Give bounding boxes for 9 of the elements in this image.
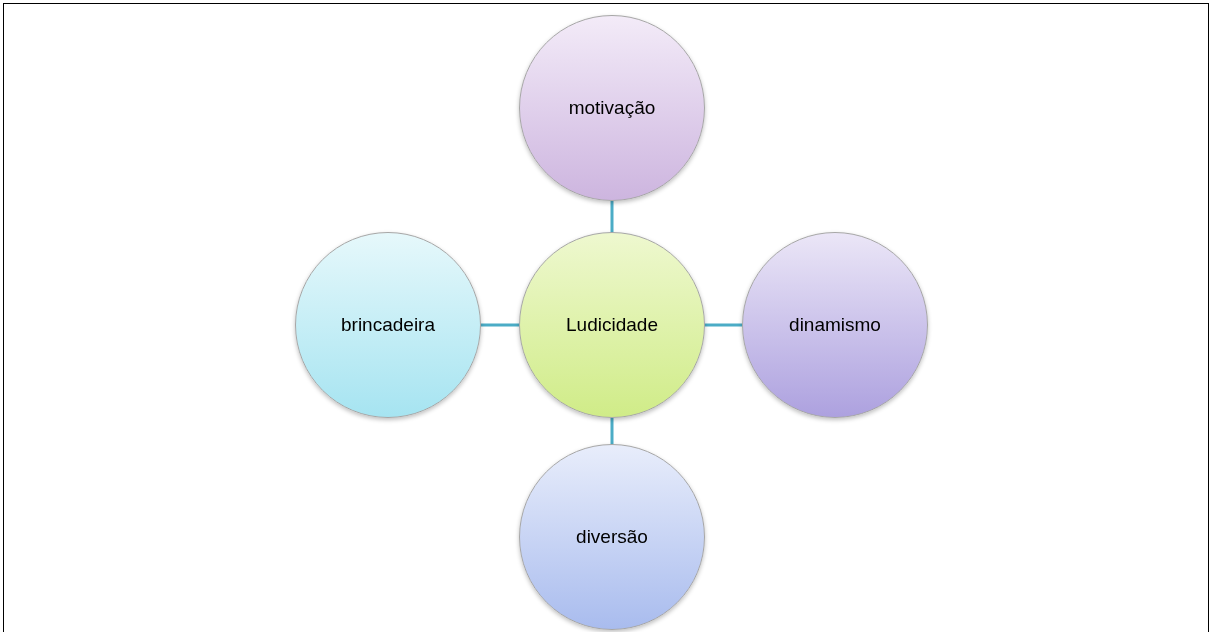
concept-label: Ludicidade (566, 312, 658, 337)
connector-line (610, 418, 614, 444)
concept-label: diversão (576, 524, 648, 549)
concept-label: brincadeira (341, 312, 435, 337)
concept-label: dinamismo (789, 312, 881, 337)
connector-line (481, 323, 519, 327)
connector-line (705, 323, 742, 327)
connector-line (610, 201, 614, 232)
concept-label: motivação (568, 95, 656, 120)
